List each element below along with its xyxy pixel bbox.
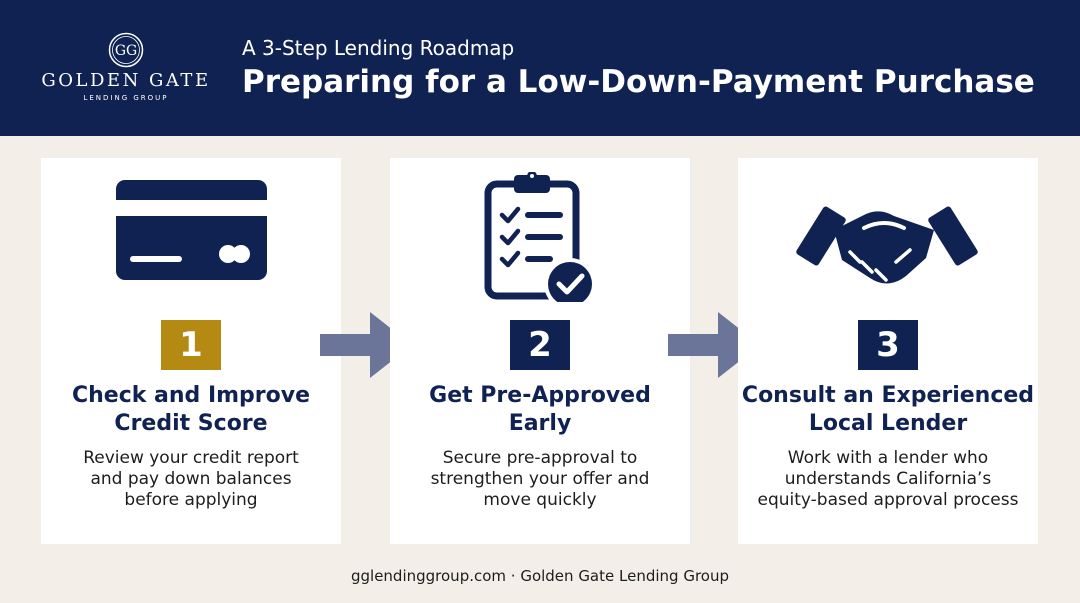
step-desc-2-line3: move quickly: [483, 490, 597, 510]
step-desc-3-line2: understands California’s: [784, 469, 992, 489]
step-title-3-line1: Consult an Experienced: [741, 383, 1035, 408]
step-desc-1-line1: Review your credit report: [83, 448, 299, 468]
step-card-1: 1 Check and Improve Credit Score Review …: [41, 158, 341, 544]
step-title-1-line1: Check and Improve: [71, 383, 311, 408]
step-desc-1: Review your credit report and pay down b…: [49, 448, 333, 511]
page-subtitle: A 3-Step Lending Roadmap: [242, 36, 515, 60]
step-desc-3-line3: equity-based approval process: [757, 490, 1019, 510]
header-banner: GG GOLDEN GATE LENDING GROUP A 3-Step Le…: [0, 0, 1080, 136]
logo-monogram-text: GG: [115, 43, 137, 59]
step-title-2-line1: Get Pre-Approved: [429, 383, 651, 408]
step-desc-3: Work with a lender who understands Calif…: [746, 448, 1030, 511]
step-desc-2: Secure pre-approval to strengthen your o…: [398, 448, 682, 511]
step-number-badge-1: 1: [161, 320, 221, 370]
step-desc-1-line3: before applying: [124, 490, 258, 510]
step-title-1: Check and Improve Credit Score: [41, 382, 341, 438]
step-desc-2-line1: Secure pre-approval to: [442, 448, 638, 468]
handshake-icon: [796, 206, 978, 284]
step-title-3: Consult an Experienced Local Lender: [738, 382, 1038, 438]
step-title-2: Get Pre-Approved Early: [390, 382, 690, 438]
step-number-badge-3: 3: [858, 320, 918, 370]
step-desc-2-line2: strengthen your offer and: [430, 469, 650, 489]
logo-monogram-icon: GG: [108, 32, 144, 68]
step-title-2-line2: Early: [508, 411, 572, 436]
step-desc-3-line1: Work with a lender who: [787, 448, 989, 468]
brand-sub: LENDING GROUP: [83, 94, 169, 102]
clipboard-checklist-icon: [484, 172, 596, 302]
page-title: Preparing for a Low-Down-Payment Purchas…: [242, 64, 1035, 100]
step-card-3: 3 Consult an Experienced Local Lender Wo…: [738, 158, 1038, 544]
brand-name: GOLDEN GATE: [41, 70, 211, 91]
arrow-right-icon: [320, 312, 412, 378]
step-desc-1-line2: and pay down balances: [90, 469, 292, 489]
step-number-badge-2: 2: [510, 320, 570, 370]
arrow-right-icon: [668, 312, 760, 378]
credit-card-icon: [116, 180, 267, 280]
step-card-2: 2 Get Pre-Approved Early Secure pre-appr…: [390, 158, 690, 544]
step-title-1-line2: Credit Score: [114, 411, 268, 436]
footer-text: gglendinggroup.com · Golden Gate Lending…: [350, 567, 729, 585]
step-title-3-line2: Local Lender: [808, 411, 968, 436]
